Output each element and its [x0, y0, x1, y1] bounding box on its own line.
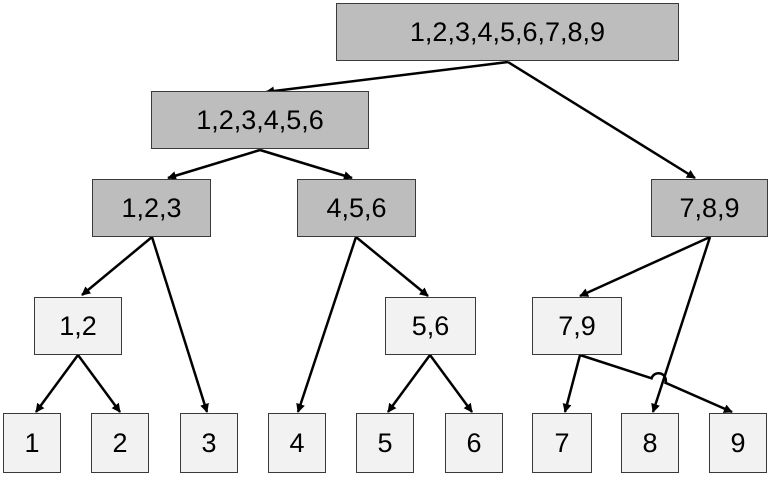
edge-n456-l4 [296, 236, 358, 413]
leaf-6: 6 [445, 413, 503, 473]
leaf-4: 4 [268, 413, 326, 473]
edge-n123456-n456 [259, 148, 353, 180]
edge-n456-n56 [355, 236, 429, 297]
edge-n123-n12 [81, 236, 153, 296]
edge-n12-l1 [34, 354, 80, 413]
node-5-6: 5,6 [385, 297, 476, 355]
edge-n789-n79 [579, 235, 711, 298]
node-1-3: 1,2,3 [92, 179, 211, 237]
node-1-6: 1,2,3,4,5,6 [151, 91, 369, 149]
edge-n79-l9 [579, 353, 733, 414]
leaf-3: 3 [180, 413, 238, 473]
leaf-8: 8 [621, 413, 679, 473]
node-root: 1,2,3,4,5,6,7,8,9 [336, 3, 679, 61]
edge-root-n123456 [265, 60, 509, 96]
edge-n789-l8 [651, 236, 712, 413]
edge-n79-l7 [562, 354, 582, 413]
edge-n123-l3 [150, 236, 209, 413]
node-4-6: 4,5,6 [297, 179, 416, 237]
edge-n56-l6 [428, 354, 474, 413]
node-7-and-9: 7,9 [532, 297, 622, 355]
node-7-9: 7,8,9 [651, 179, 768, 237]
leaf-1: 1 [3, 413, 61, 473]
leaf-9: 9 [709, 413, 767, 473]
leaf-7: 7 [532, 413, 592, 473]
node-1-2: 1,2 [34, 297, 122, 355]
leaf-5: 5 [356, 413, 414, 473]
edge-n12-l2 [76, 354, 122, 413]
edge-n123456-n123 [167, 148, 261, 180]
leaf-2: 2 [91, 413, 149, 473]
edge-n56-l5 [386, 354, 432, 413]
edge-root-n789 [507, 60, 696, 180]
